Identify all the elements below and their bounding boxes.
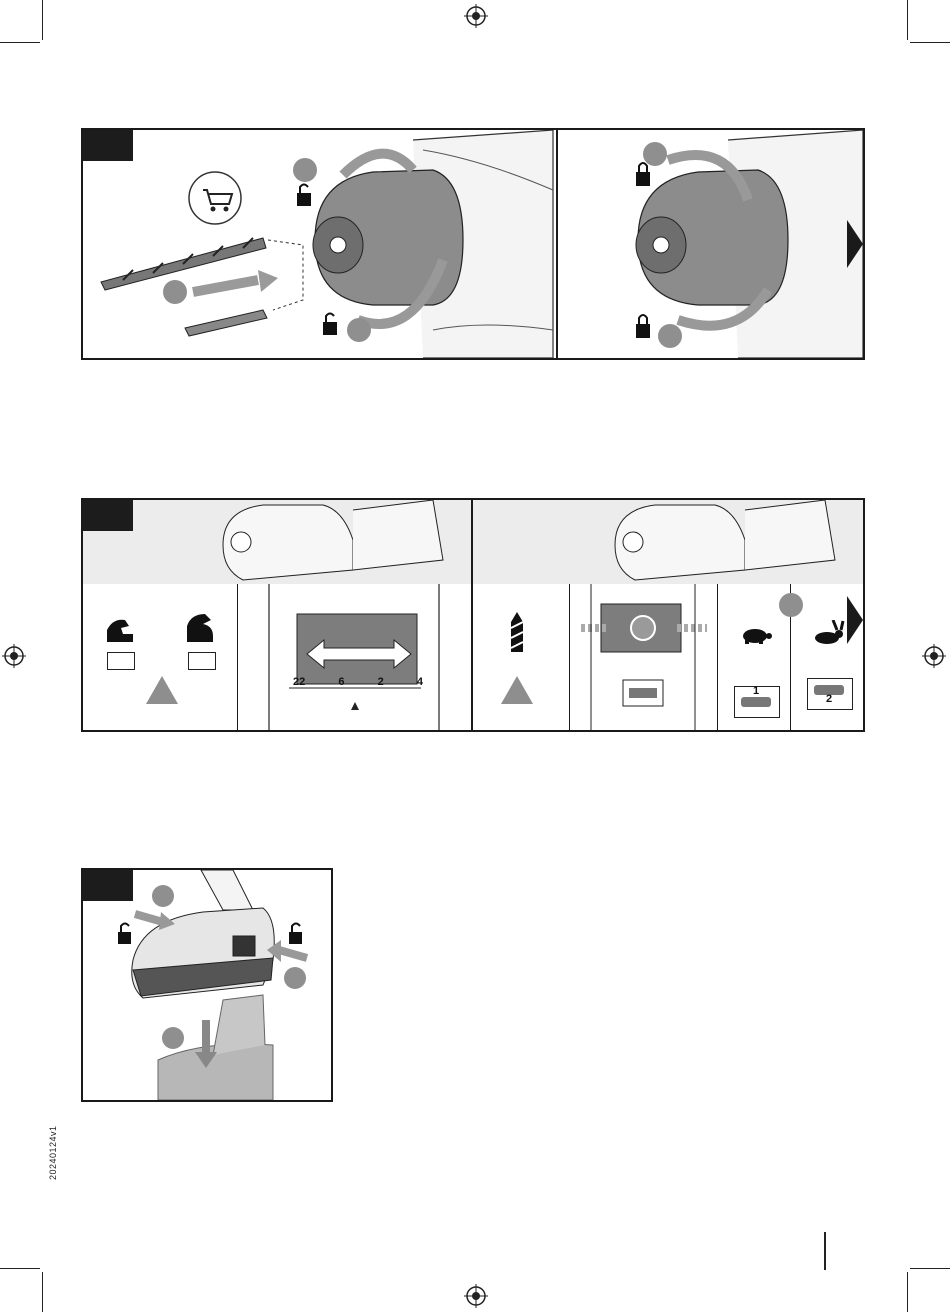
torque-scale-label: 22 (293, 676, 305, 688)
figure-tag (83, 500, 133, 531)
crop-mark (42, 0, 43, 40)
gear-switch-high: 2 (807, 678, 853, 710)
gear-switch-low: 1 (734, 686, 780, 718)
gear-selector-illustration (571, 584, 717, 730)
torque-box (188, 652, 216, 670)
figure-chuck-panel (81, 128, 865, 360)
torque-scale: 22 6 2 4 (293, 676, 423, 688)
drill-head-illustration (595, 500, 855, 584)
high-torque-arm-icon (183, 610, 217, 646)
crop-mark (910, 42, 950, 43)
torque-scale-label: 2 (378, 676, 384, 688)
drill-bit-mode-icon (509, 612, 525, 652)
gear-label: 2 (826, 693, 832, 705)
next-arrow-icon (847, 596, 863, 644)
chuck-illustration-left (83, 130, 556, 358)
registration-mark-right (922, 644, 946, 668)
registration-mark-bottom (464, 1284, 488, 1308)
gear-label: 1 (753, 685, 759, 697)
warning-triangle-icon (146, 676, 178, 704)
torque-box (107, 652, 135, 670)
torque-scale-label: 4 (417, 676, 423, 688)
crop-mark (907, 0, 908, 40)
torque-collar-illustration (239, 584, 471, 730)
panel-divider (237, 584, 238, 730)
drill-head-illustration (203, 500, 463, 584)
panel-divider (471, 500, 473, 730)
registration-mark-left (2, 644, 26, 668)
crop-mark (907, 1272, 908, 1312)
page-number-bar (824, 1232, 826, 1270)
torque-scale-label: 6 (338, 676, 344, 688)
rabbit-icon (811, 620, 845, 646)
figure-battery-panel (81, 868, 333, 1102)
warning-triangle-icon (501, 676, 533, 704)
next-arrow-icon (847, 220, 863, 268)
step-marker (779, 593, 803, 617)
registration-mark-top (464, 4, 488, 28)
date-code: 20240124v1 (48, 1125, 58, 1180)
chuck-illustration-right (558, 130, 863, 358)
panel-divider (717, 584, 718, 730)
turtle-icon (739, 626, 773, 644)
battery-illustration (83, 870, 331, 1100)
crop-mark (910, 1268, 950, 1269)
crop-mark (42, 1272, 43, 1312)
crop-mark (0, 1268, 40, 1269)
low-torque-arm-icon (103, 612, 137, 646)
panel-divider (569, 584, 570, 730)
crop-mark (0, 42, 40, 43)
figure-torque-panel: 22 6 2 4 1 2 (81, 498, 865, 732)
